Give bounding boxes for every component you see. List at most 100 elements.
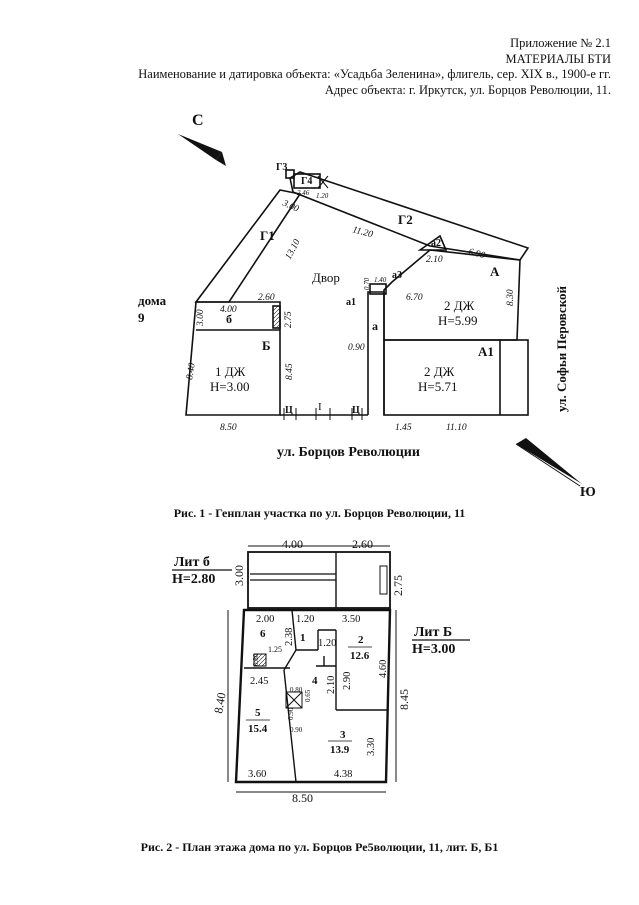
dim-11-20: 11.20 [351,225,374,240]
room-1: 1 [300,632,306,644]
dim-t-0-90b: 0.90 [290,726,303,734]
dim-t-3-00: 3.00 [232,565,246,586]
building-g4-outline [293,173,321,189]
label-a-small: а [372,319,378,333]
dim-6-90: 6.90 [467,247,486,261]
figure-1-caption: Рис. 1 - Генплан участка по ул. Борцов Р… [173,506,466,520]
lit-b-title: Лит Б [414,625,452,640]
room-6: 6 [260,628,266,640]
label-gate-1: I [318,401,322,413]
neighbor-label-top: дома [138,293,167,308]
label-yard: Двор [312,270,340,285]
north-arrow-icon [178,134,226,166]
dim-t-8-40: 8.40 [211,691,228,714]
label-g4: Г4 [301,176,312,187]
dim-0-70: 0.70 [363,277,371,290]
building-a1-outline [383,339,529,416]
dim-2-60: 2.60 [258,293,275,303]
street-right: ул. Софьи Перовской [554,285,569,412]
object-name: Наименование и датировка объекта: «Усадь… [138,67,611,81]
materials-title: МАТЕРИАЛЫ БТИ [505,51,612,66]
room-5-area: 15.4 [248,723,268,735]
dim-t-3-30: 3.30 [366,738,377,756]
dim-t-3-50: 3.50 [342,614,360,625]
building-a-small-outline [367,291,385,415]
label-a3: а3 [392,270,402,281]
building-a2-outline [417,234,448,251]
dim-8-50: 8.50 [220,423,237,433]
room-a-height: Н=5.99 [438,313,477,328]
lit-b-height: Н=3.00 [412,642,455,657]
dim-1-20: 1.20 [316,192,329,200]
dim-8-30: 8.30 [506,289,516,306]
room-a1-height: Н=5.71 [418,379,457,394]
dim-t-2-75: 2.75 [391,575,405,596]
label-a2: а2 [431,238,441,249]
room-4: 4 [312,675,318,687]
dim-8-45: 8.45 [285,363,295,380]
label-gate-c1: Ц [285,405,293,416]
annex-b-outline [247,551,391,609]
figure-2-caption: Рис. 2 - План этажа дома по ул. Борцов Р… [140,840,499,854]
room-3-area: 13.9 [330,744,350,756]
dim-3-00-g1: 3.00 [280,198,300,215]
dim-t-2-00: 2.00 [256,614,274,625]
south-arrow-icon [515,438,582,487]
dim-2-10: 2.10 [426,255,443,265]
dim-t-0-65: 0.65 [304,689,312,702]
dim-3-00-b: 3.00 [196,309,206,327]
lit-b-small-title: Лит б [174,555,210,570]
dim-t-2-60: 2.60 [352,537,373,551]
dim-t-2-10: 2.10 [326,676,337,694]
dim-t-3-60: 3.60 [248,769,266,780]
label-a1-small: а1 [346,297,356,308]
site-plan [185,169,530,416]
dim-t-1-25: 1.25 [268,645,282,654]
dim-t-2-38: 2.38 [284,628,295,646]
dim-t-0-90a: 0.90 [287,707,295,720]
room-b-type: 1 ДЖ [215,364,246,379]
street-bottom: ул. Борцов Революции [277,445,420,460]
dim-1-40: 1.40 [374,276,387,284]
document-header: Приложение № 2.1 МАТЕРИАЛЫ БТИ Наименова… [138,36,611,98]
object-address: Адрес объекта: г. Иркутск, ул. Борцов Ре… [324,82,611,97]
dim-t-0-80b: 0.80 [290,686,303,694]
label-A1: А1 [478,344,494,359]
dim-2-75: 2.75 [284,311,294,328]
room-a1-type: 2 ДЖ [424,364,455,379]
dim-t-1-20b: 1.20 [318,638,336,649]
dim-2-46: 2.46 [297,189,310,197]
floor-plan [234,551,392,784]
house-b-outline [234,608,392,784]
dim-t-2-45: 2.45 [250,676,268,687]
appendix-number: Приложение № 2.1 [510,36,611,50]
lit-b-small-height: Н=2.80 [172,572,215,587]
dim-8-40: 8.40 [185,362,198,380]
south-label: Ю [580,485,596,500]
room-2-area: 12.6 [350,650,370,662]
label-B: Б [262,338,271,353]
label-g1: Г1 [260,228,275,243]
dim-t-0-80a: 0.80 [252,653,260,666]
neighbor-label-bottom: 9 [138,310,145,325]
dim-0-90: 0.90 [348,343,365,353]
room-2: 2 [358,634,364,646]
dim-t-4-00: 4.00 [282,537,303,551]
room-3: 3 [340,729,346,741]
dim-4-00: 4.00 [220,305,237,315]
dim-11-10: 11.10 [446,423,467,433]
dim-t-4-60: 4.60 [378,660,389,678]
dim-t-4-38: 4.38 [334,769,352,780]
north-label: С [192,112,204,129]
dim-t-8-45: 8.45 [397,689,411,710]
dim-t-1-20a: 1.20 [296,614,314,625]
label-g2: Г2 [398,212,413,227]
label-g3: Г3 [276,162,287,173]
dim-1-45: 1.45 [395,423,412,433]
dim-t-8-50: 8.50 [292,791,313,805]
dim-13-10: 13.10 [284,238,303,262]
room-b-height: Н=3.00 [210,379,249,394]
label-a: А [490,264,500,279]
label-b-small: б [226,312,232,326]
